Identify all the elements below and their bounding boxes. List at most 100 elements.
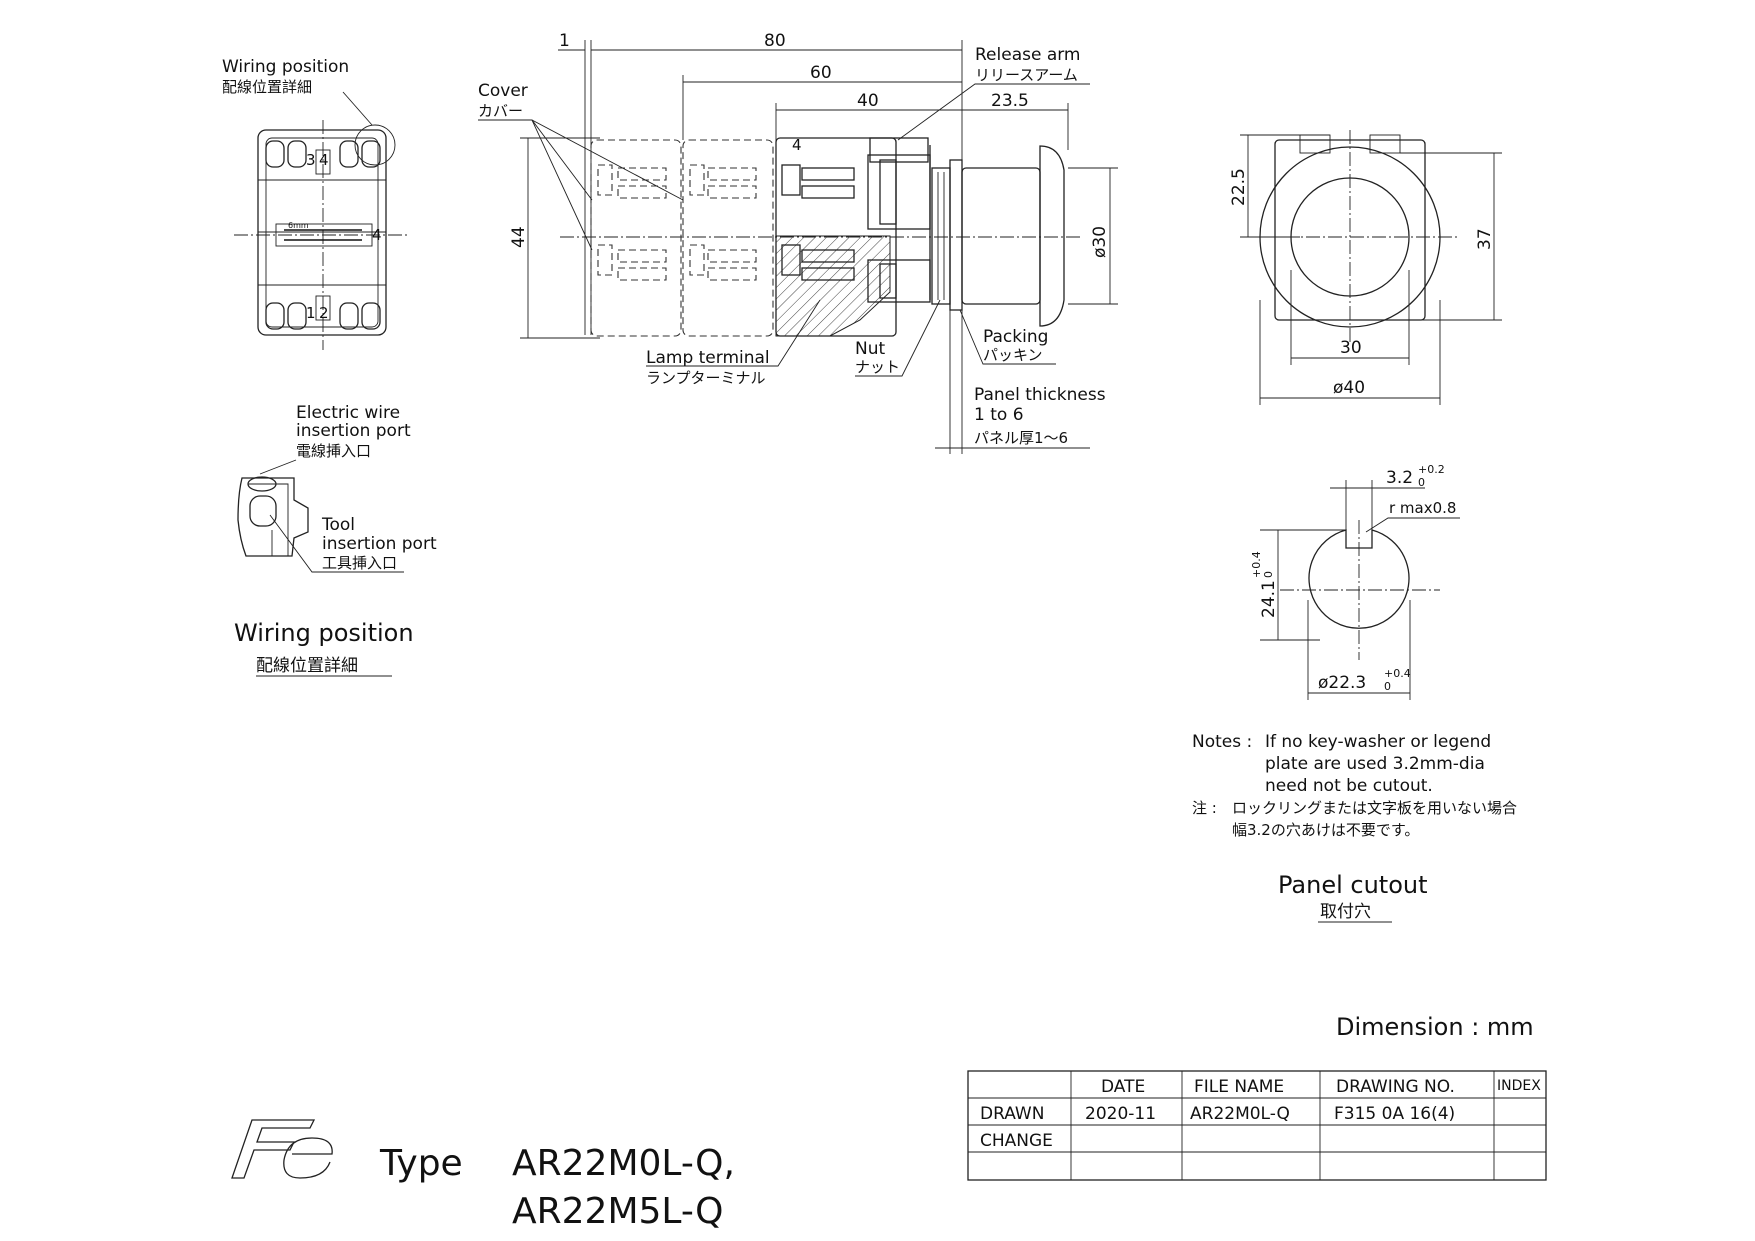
panel-label-en-1: Panel thickness	[974, 385, 1106, 405]
nut-label-jp: ナット	[855, 358, 900, 376]
packing-label-jp: パッキン	[983, 346, 1043, 364]
front-view: 22.5 37 30 ø40	[1229, 130, 1502, 405]
cover-leader-2	[531, 119, 593, 251]
dim-24-text: 24.1	[1259, 580, 1279, 618]
dim-dia40-text: ø40	[1333, 378, 1365, 398]
lamp-terminal-label-en: Lamp terminal	[646, 348, 770, 368]
tb-drawn-drawing-no: F315 0A 16(4)	[1334, 1104, 1455, 1124]
nut-label-en: Nut	[855, 339, 885, 359]
panel-cutout-view: 3.2 +0.2 0 r max0.8 24.1 +0.4 0 ø22.3 +0…	[1250, 463, 1460, 700]
wiring-detail-leader	[342, 91, 373, 126]
release-arm	[869, 137, 929, 163]
notes-block: Notes : If no key-washer or legend plate…	[1192, 732, 1517, 839]
dimension-unit: Dimension : mm	[1336, 1013, 1534, 1041]
cutout-title-en: Panel cutout	[1278, 871, 1428, 899]
notes-line-2: plate are used 3.2mm-dia	[1265, 754, 1485, 774]
dim-37-text: 37	[1475, 228, 1495, 250]
dim-24-tol-lo: 0	[1262, 571, 1275, 578]
wiring-detail-label-jp: 配線位置詳細	[222, 78, 312, 96]
dim-24-tol-up: +0.4	[1250, 551, 1263, 578]
type-line-2: AR22M5L-Q	[512, 1191, 723, 1232]
wiring-detail-label-en: Wiring position	[222, 57, 349, 77]
notes-line-3: need not be cutout.	[1265, 776, 1433, 796]
wiring-bottom-ports	[265, 295, 381, 330]
lamp-terminal-leader	[646, 299, 821, 367]
packing-label-en: Packing	[983, 327, 1048, 347]
adapter-upper	[867, 154, 931, 230]
cutout-r-max: r max0.8	[1389, 499, 1456, 517]
wiring-center-band	[275, 223, 373, 247]
cover-leader-3	[531, 119, 684, 201]
tool-port-leader	[269, 514, 404, 573]
cover-label-jp: カバー	[478, 102, 523, 120]
tb-header-index: INDEX	[1497, 1078, 1541, 1094]
notes-line-1: If no key-washer or legend	[1265, 732, 1491, 752]
wire-port-leader	[259, 459, 297, 475]
release-arm-label-en: Release arm	[975, 45, 1081, 65]
panel-label-jp: パネル厚1～6	[974, 429, 1068, 447]
wiring-body-inner	[265, 137, 379, 328]
panel-plate	[949, 159, 963, 311]
mushroom-cap	[1039, 145, 1065, 327]
cutout-title-jp: 取付穴	[1320, 902, 1371, 922]
wiring-terminal-3: 3	[306, 151, 316, 169]
fe-logo-e	[283, 1137, 333, 1179]
cutout-r-leader	[1365, 517, 1460, 533]
dim-44-text: 44	[509, 226, 529, 248]
notes-jp-lead: 注 :	[1192, 799, 1217, 817]
title-block-frame	[967, 1070, 1547, 1181]
dim-60-text: 60	[810, 63, 832, 83]
dim-30-text: 30	[1340, 338, 1362, 358]
dim-22-5-text: 22.5	[1229, 168, 1249, 206]
tb-drawn-file: AR22M0L-Q	[1190, 1104, 1290, 1124]
wiring-terminal-1: 1	[306, 304, 316, 322]
adapter-contact-upper	[879, 159, 897, 225]
packing-leader	[959, 309, 1056, 365]
release-arm-label-jp: リリースアーム	[975, 66, 1078, 84]
lamp-terminal-label-jp: ランプターミナル	[646, 369, 766, 387]
solid-module-slot-1	[801, 167, 855, 181]
panel-label-en-2: 1 to 6	[974, 405, 1024, 425]
wiring-body-outline	[257, 129, 387, 336]
wire-port-edge	[248, 483, 289, 556]
tool-port-label-en-1: Tool	[321, 515, 355, 535]
wiring-detail-view: Wiring position 配線位置詳細 3 4 6mm 4	[222, 57, 410, 350]
front-tab-right	[1369, 134, 1401, 154]
lamp-terminal-hatch	[775, 235, 891, 337]
notes-lead: Notes :	[1192, 732, 1252, 752]
type-line-1: AR22M0L-Q,	[512, 1143, 735, 1184]
fe-logo	[231, 1119, 333, 1179]
release-arm-leader	[897, 83, 1090, 141]
wire-port-label-en-1: Electric wire	[296, 403, 400, 423]
dim-40-text: 40	[857, 91, 879, 111]
solid-module-slot-3	[801, 249, 855, 263]
tool-port-hole	[249, 495, 277, 527]
dim-80-text: 80	[764, 31, 786, 51]
dim-dia30-text: ø30	[1090, 226, 1110, 258]
side-terminal-mark-4: 4	[792, 136, 802, 154]
nut-serration	[937, 172, 945, 300]
wiring-terminal-4: 4	[319, 151, 329, 169]
adapter-contact-lower	[879, 263, 897, 299]
dim-key-text: 3.2	[1386, 468, 1413, 488]
wiring-terminal-2: 2	[319, 304, 329, 322]
dim-23-5-text: 23.5	[991, 91, 1029, 111]
operator-head	[961, 167, 1041, 305]
wiring-center-mark-right: 4	[372, 226, 382, 244]
dim-dia-tol-lo: 0	[1384, 680, 1391, 693]
wire-port-body	[237, 477, 309, 557]
wiring-top-ports	[265, 140, 381, 175]
dashed-module-1	[590, 139, 682, 337]
cover-leader-1	[478, 119, 593, 201]
side-view: 1 80 60 40 23.5 44	[478, 31, 1118, 454]
wire-port-hole	[247, 476, 277, 492]
dim-dia-text: ø22.3	[1318, 673, 1366, 693]
nut-leader	[855, 299, 941, 377]
wire-port-label-en-2: insertion port	[296, 421, 411, 441]
notes-jp-line-2: 幅3.2の穴あけは不要です。	[1232, 821, 1419, 839]
notes-jp-line-1: ロックリングまたは文字板を用いない場合	[1232, 799, 1517, 817]
solid-module-clip-bottom	[781, 244, 801, 276]
wiring-detail-callout-circle	[354, 124, 396, 166]
wiring-center-mark-left: 6mm	[288, 221, 309, 230]
